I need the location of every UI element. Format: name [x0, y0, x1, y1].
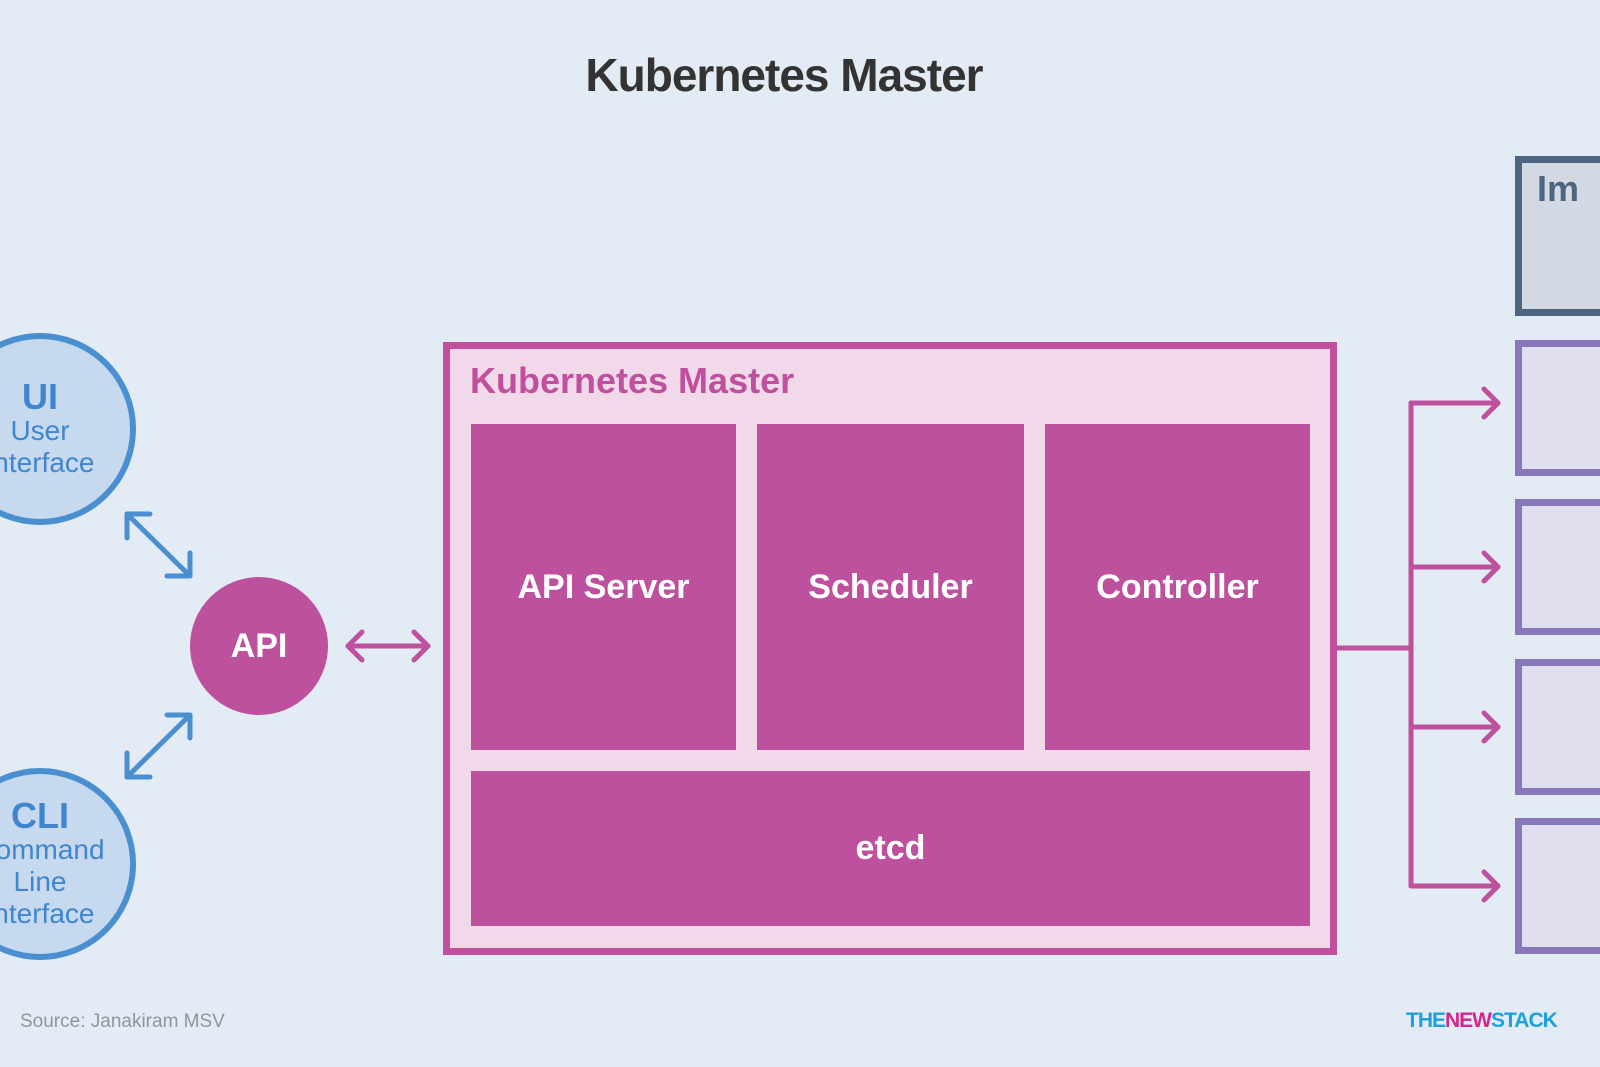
cli-desc-line1: Command: [0, 834, 105, 865]
brand-logo: THENEWSTACK: [1406, 1009, 1558, 1033]
node-panel-1: [1515, 340, 1600, 476]
controller-box: Controller: [1045, 424, 1310, 750]
node-panel-4: [1515, 818, 1600, 954]
ui-desc-line2: Interface: [0, 447, 95, 478]
ui-api-arrow: [124, 511, 193, 579]
node-panel-3: [1515, 659, 1600, 795]
brand-part-2: NEW: [1445, 1009, 1492, 1032]
page-title: Kubernetes Master: [585, 49, 983, 101]
api-server-box: API Server: [471, 424, 736, 750]
source-credit: Source: Janakiram MSV: [20, 1011, 225, 1032]
brand-part-1: THE: [1406, 1009, 1446, 1032]
brand-part-3: STACK: [1491, 1009, 1558, 1032]
node-panel-2: [1515, 499, 1600, 635]
cli-api-arrow: [124, 712, 193, 780]
cli-desc-line3: Interface: [0, 898, 95, 929]
ui-abbr: UI: [22, 376, 58, 417]
image-registry-label: Im: [1537, 168, 1580, 209]
cli-desc-line2: Line: [13, 866, 67, 897]
cli-abbr: CLI: [11, 795, 69, 836]
image-registry-panel: [1515, 156, 1600, 316]
ui-desc-line1: User: [10, 415, 70, 446]
api-circle: API: [190, 577, 328, 715]
master-title: Kubernetes Master: [470, 360, 795, 401]
scheduler-box: Scheduler: [757, 424, 1024, 750]
etcd-box: etcd: [471, 771, 1310, 926]
